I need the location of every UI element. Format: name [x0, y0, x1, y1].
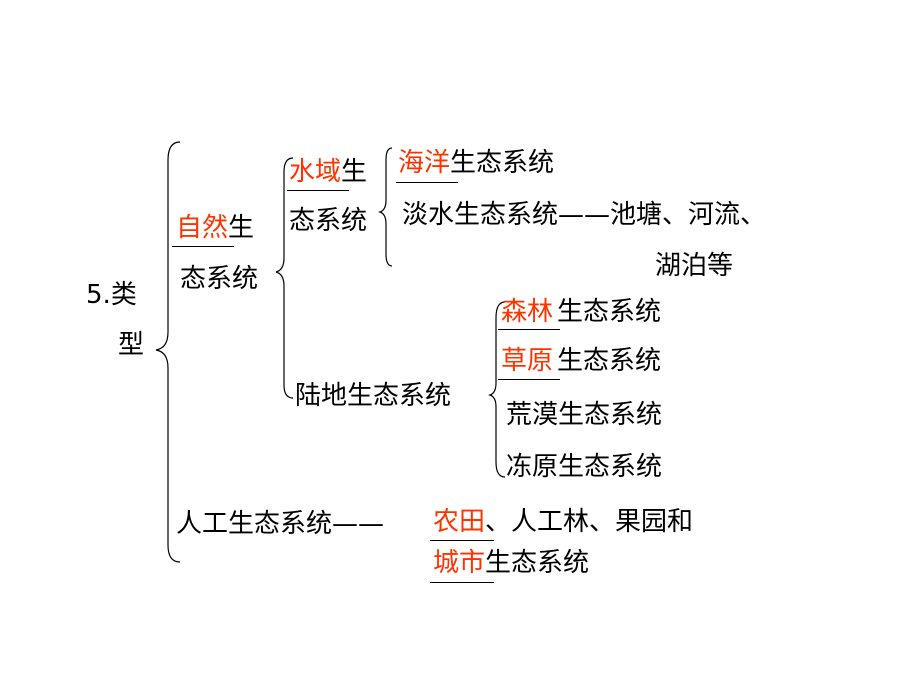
types-heading: 5.类: [86, 280, 137, 310]
ocean-blank-underline: [396, 182, 458, 183]
freshwater-ecosystem-line1: 淡水生态系统——池塘、河流、: [402, 200, 767, 230]
land-ecosystem: 陆地生态系统: [295, 381, 452, 411]
farmland-blank-underline: [430, 540, 494, 541]
artificial-examples-line2: 城市生态系统: [433, 548, 589, 578]
natural-ecosystem-line2: 态系统: [180, 264, 259, 294]
natural-answer: 自然: [176, 213, 229, 243]
artificial-examples-line1: 农田、人工林、果园和: [433, 507, 693, 537]
natural-ecosystem-line1: 自然生: [176, 213, 254, 243]
water-ecosystem-line1: 水域生: [289, 157, 367, 187]
artificial-line2-tail: 生态系统: [485, 548, 590, 578]
brace-water: [378, 147, 393, 267]
water-blank-underline: [287, 190, 349, 191]
grassland-ecosystem: 草原生态系统: [501, 346, 661, 376]
water-tail: 生: [341, 157, 368, 187]
forest-blank-underline: [498, 329, 560, 330]
types-char-2: 型: [118, 330, 145, 360]
city-answer: 城市: [433, 548, 486, 578]
water-ecosystem-line2: 态系统: [289, 206, 368, 236]
natural-blank-underline: [172, 246, 234, 247]
types-char-1: 类: [110, 280, 137, 310]
brace-types: [155, 141, 181, 563]
grassland-answer: 草原: [501, 346, 554, 376]
forest-tail: 生态系统: [557, 297, 662, 327]
brace-natural: [275, 157, 294, 399]
ocean-ecosystem: 海洋生态系统: [398, 148, 554, 178]
artificial-ecosystem: 人工生态系统——: [176, 509, 385, 539]
ocean-tail: 生态系统: [450, 148, 555, 178]
tundra-ecosystem: 冻原生态系统: [506, 452, 663, 482]
section-number: 5.: [86, 280, 111, 310]
grassland-blank-underline: [498, 379, 560, 380]
brace-land: [488, 301, 506, 478]
forest-answer: 森林: [501, 297, 554, 327]
desert-ecosystem: 荒漠生态系统: [506, 400, 663, 430]
forest-ecosystem: 森林生态系统: [501, 297, 661, 327]
artificial-line1-tail: 、人工林、果园和: [485, 507, 694, 537]
city-blank-underline: [430, 582, 494, 583]
grassland-tail: 生态系统: [557, 346, 662, 376]
natural-tail: 生: [228, 213, 255, 243]
farmland-answer: 农田: [433, 507, 486, 537]
freshwater-ecosystem-line2: 湖泊等: [655, 251, 734, 281]
water-answer: 水域: [289, 157, 342, 187]
ocean-answer: 海洋: [398, 148, 451, 178]
